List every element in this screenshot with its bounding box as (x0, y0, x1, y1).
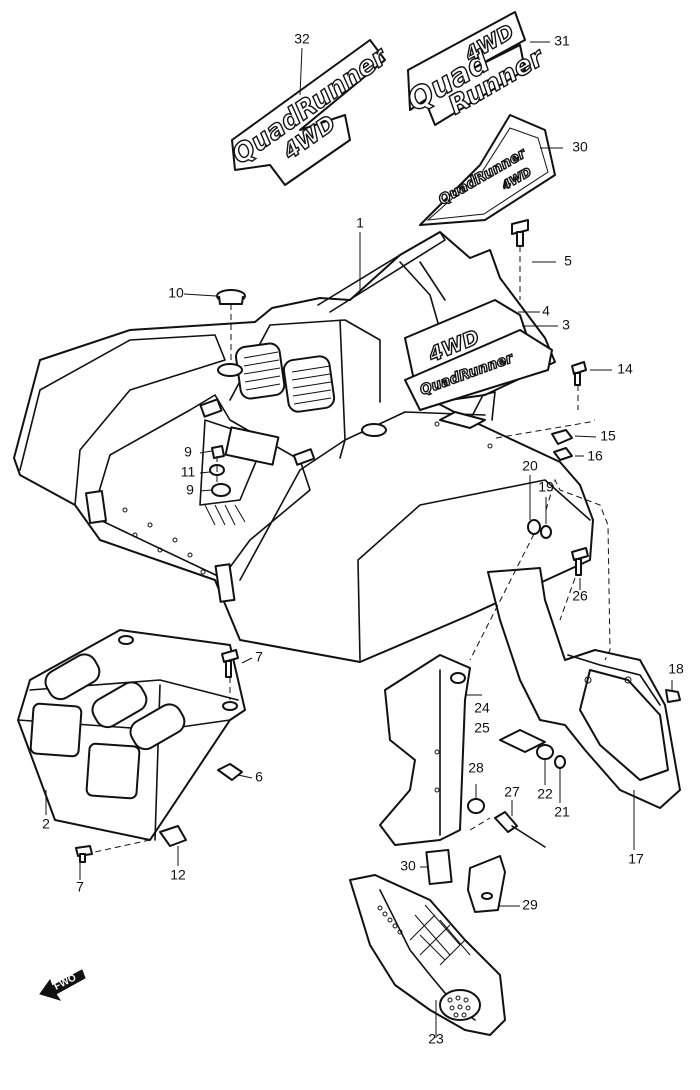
forward-arrow-label: FWO (52, 972, 78, 992)
callout-27: 28 (468, 760, 484, 776)
bolt-5 (511, 219, 529, 247)
callout-24: 25 (474, 720, 490, 736)
callout-31: 31 (554, 33, 570, 49)
callout-29: 30 (400, 858, 416, 874)
bolt-17 (665, 689, 681, 703)
decal-30: QuadRunner 4WD (419, 114, 556, 226)
skid-plate-22 (349, 874, 506, 1036)
callout-4: 4 (542, 303, 550, 319)
callout-16: 17 (628, 851, 644, 867)
screw-25 (571, 547, 589, 576)
callout-18: 19 (538, 479, 554, 495)
callout-2: 2 (42, 816, 50, 832)
nut-21 (536, 744, 554, 760)
callout-25: 26 (572, 588, 588, 604)
front-grille (17, 629, 246, 841)
callout-1: 1 (356, 215, 364, 231)
callout-20: 21 (554, 804, 570, 820)
washer-27 (467, 798, 485, 814)
leader-lines (45, 41, 673, 1038)
bolt-20 (554, 755, 566, 769)
callout-28: 29 (522, 897, 538, 913)
callout-17: 18 (668, 661, 684, 677)
callout-21: 22 (537, 786, 553, 802)
washers-18-19 (527, 519, 552, 539)
forward-arrow-icon: FWO (39, 969, 86, 1001)
callout-6: 6 (255, 769, 263, 785)
callout-7a: 7 (255, 649, 263, 665)
callout-10: 9 (184, 444, 192, 460)
bracket-mid (499, 729, 546, 753)
callout-12: 12 (170, 867, 186, 883)
bracket-28 (467, 855, 506, 913)
grommet-8 (216, 289, 246, 305)
mud-flap-16 (487, 567, 681, 809)
callout-7b: 7 (76, 879, 84, 895)
screw-7b (75, 845, 93, 863)
decal-32: QuadRunner 4WD (226, 39, 395, 186)
callout-30: 30 (572, 139, 588, 155)
nut-15 (553, 447, 573, 461)
callout-15: 16 (587, 448, 603, 464)
clip-12 (159, 825, 187, 847)
callout-32: 32 (294, 31, 310, 47)
pad-29 (425, 848, 453, 886)
callout-5: 5 (564, 253, 572, 269)
callout-26: 27 (504, 784, 520, 800)
callout-14: 15 (600, 428, 616, 444)
callout-11: 11 (181, 464, 196, 480)
clip-6 (217, 763, 243, 781)
bolt-13 (571, 361, 587, 386)
decal-31: Quad 4WD Runner (401, 11, 552, 126)
side-cover-23 (379, 654, 471, 846)
screw-7a (221, 649, 239, 678)
callout-3: 3 (562, 317, 570, 333)
callout-9: 9 (186, 482, 194, 498)
callout-13: 14 (617, 361, 633, 377)
rivet-26 (494, 811, 546, 848)
callout-23: 24 (474, 700, 490, 716)
callout-22: 23 (428, 1031, 444, 1047)
front-fender: 4WD QuadRunner (13, 231, 594, 663)
callout-8: 10 (168, 285, 184, 301)
callout-19: 20 (522, 458, 538, 474)
nut-14 (551, 429, 573, 445)
callout-labels: 32 31 30 1 5 4 3 10 14 15 16 9 11 9 20 1… (42, 31, 684, 1047)
